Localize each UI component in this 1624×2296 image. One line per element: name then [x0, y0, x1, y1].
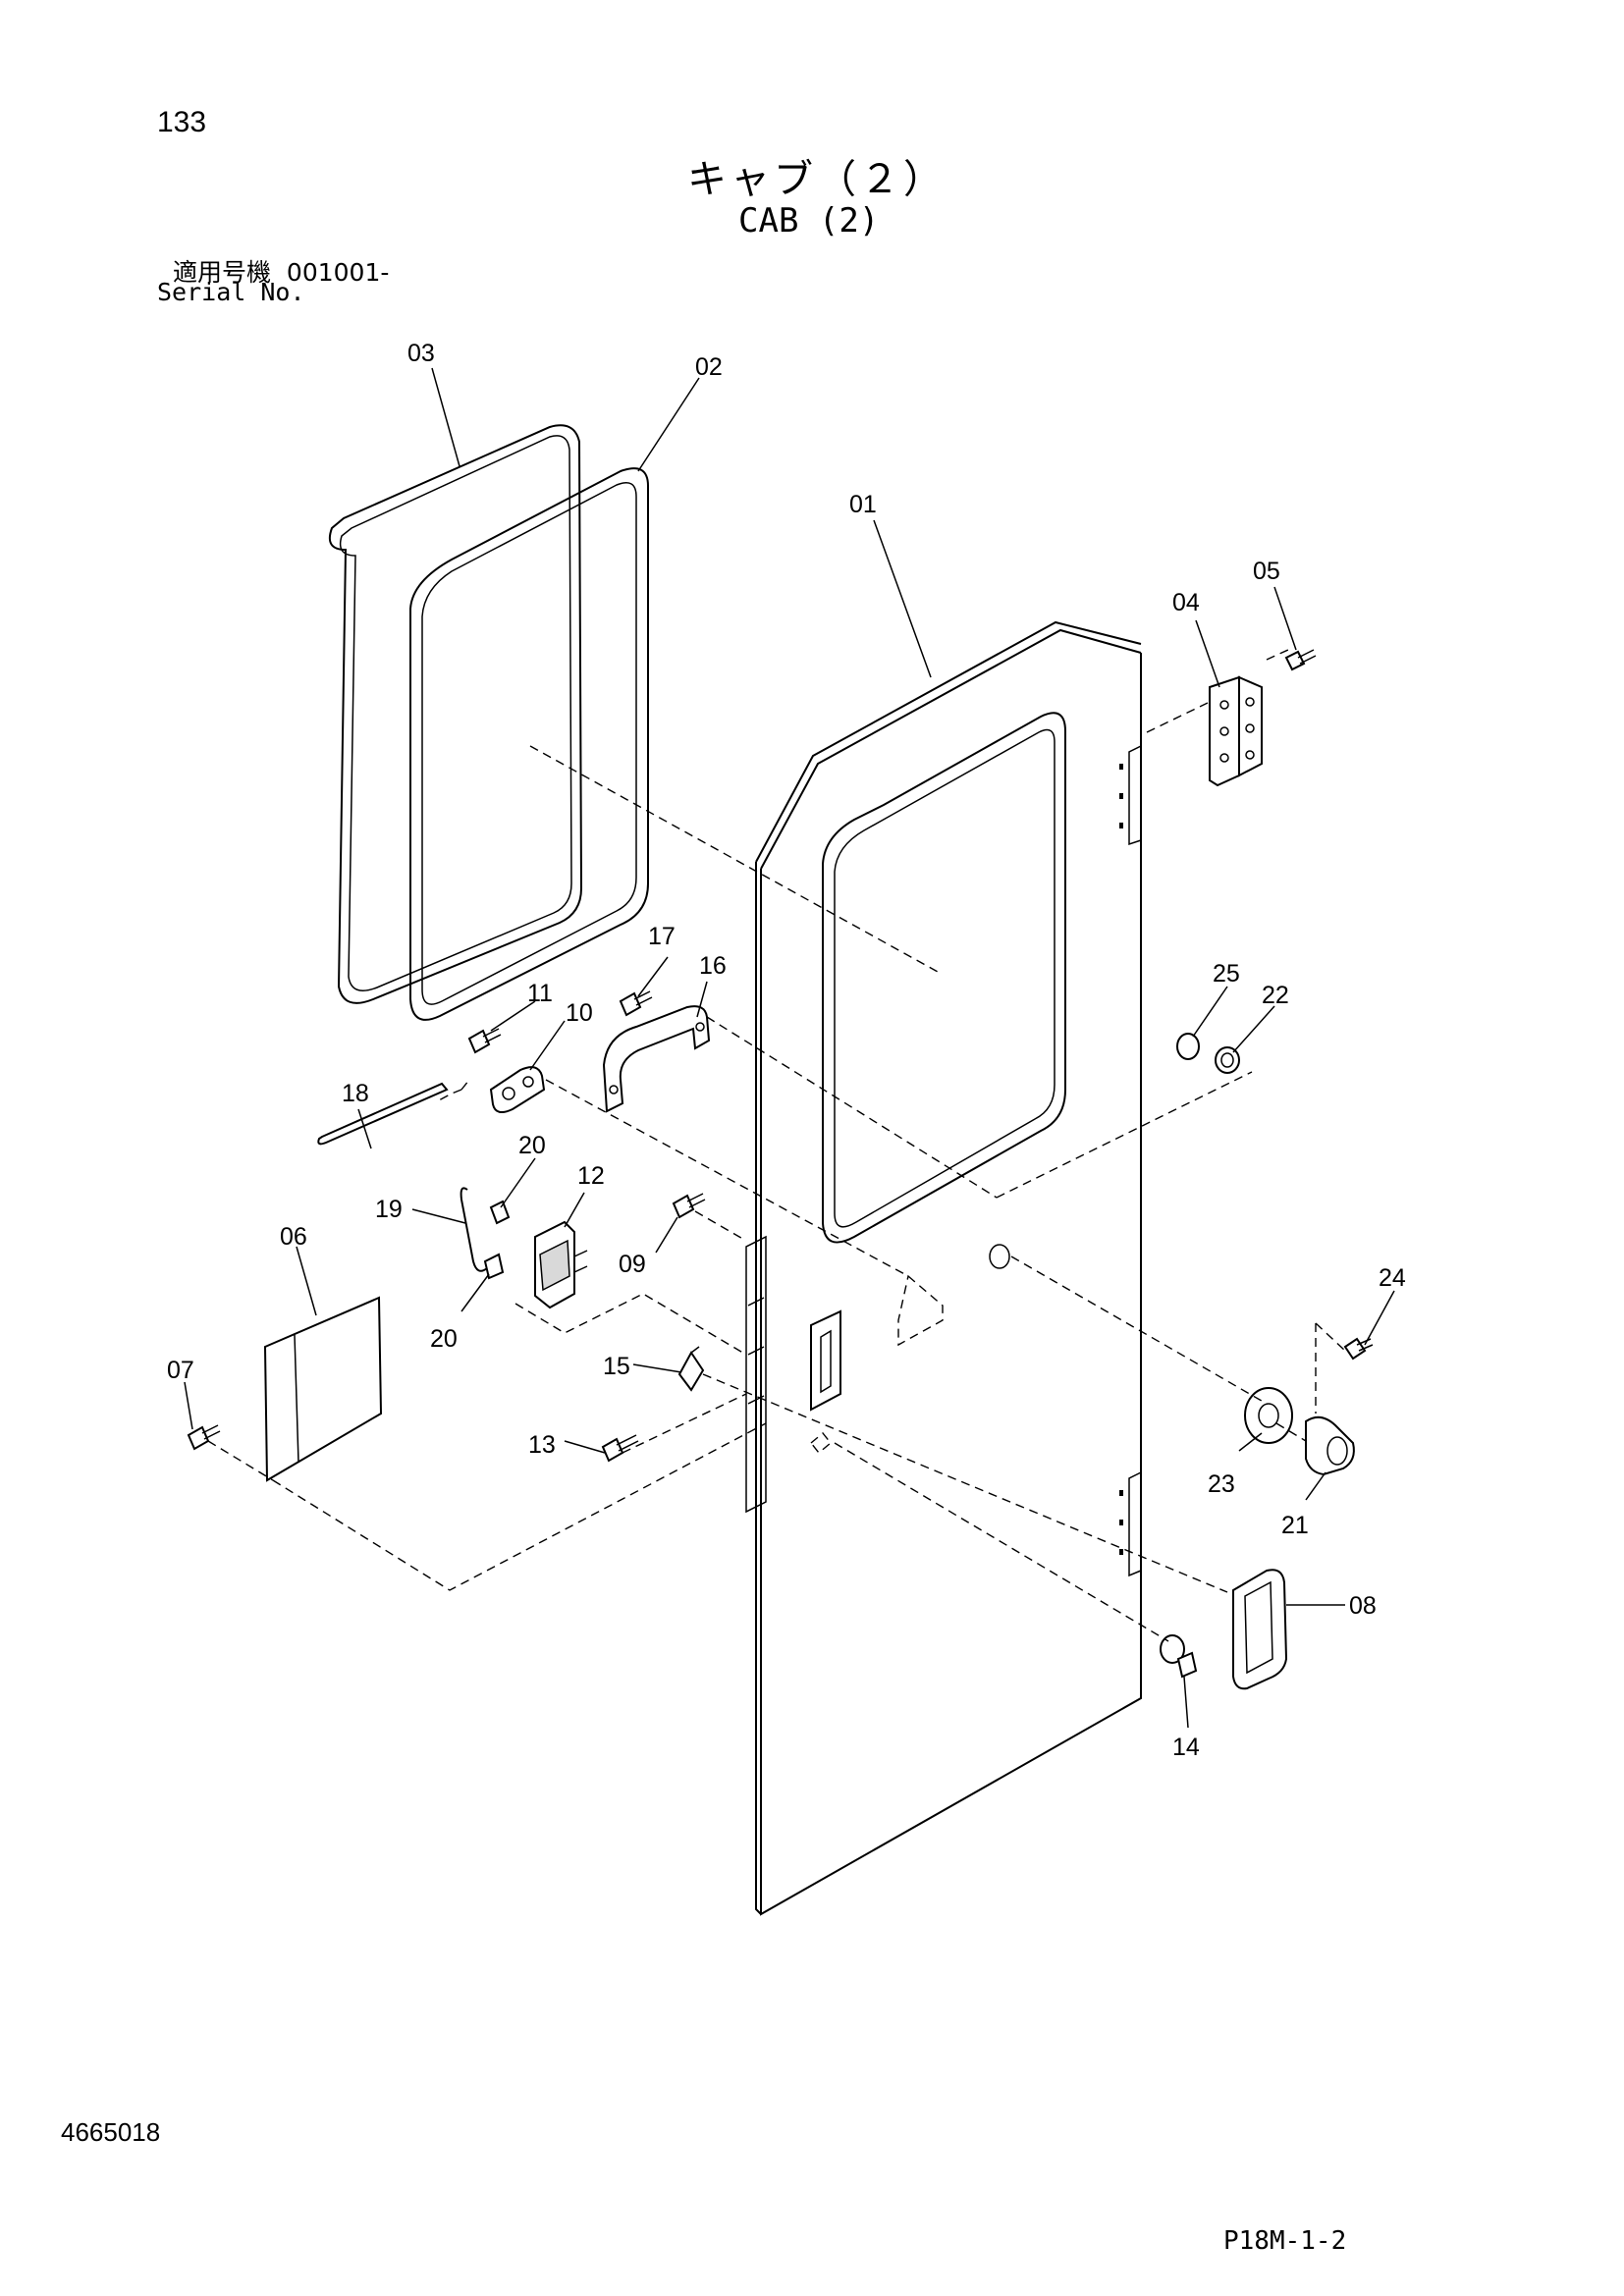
callout-13[interactable]: 13	[528, 1431, 556, 1459]
part-20-rod-clip-upper[interactable]	[489, 1200, 511, 1225]
page-code: P18M-1-2	[1223, 2226, 1347, 2256]
callout-25[interactable]: 25	[1213, 960, 1240, 988]
callout-05[interactable]: 05	[1253, 558, 1280, 585]
callout-10[interactable]: 10	[566, 999, 593, 1027]
serial-label-japanese: 適用号機 001001-	[173, 253, 389, 289]
callout-23[interactable]: 23	[1208, 1470, 1235, 1498]
part-01-door-panel[interactable]	[745, 620, 1142, 1916]
part-08-inner-handle[interactable]	[1232, 1569, 1288, 1690]
part-22-nut[interactable]	[1215, 1046, 1240, 1074]
part-13-striker-bolt[interactable]	[601, 1434, 639, 1463]
part-05-hinge-bolt[interactable]	[1284, 649, 1317, 671]
callout-15[interactable]: 15	[603, 1353, 630, 1380]
serial-number-value: 001001-	[286, 258, 390, 287]
callout-24[interactable]: 24	[1379, 1264, 1406, 1292]
part-16-grip-handle[interactable]	[602, 1005, 711, 1113]
page-title-english: CAB (2)	[738, 201, 880, 240]
callout-04[interactable]: 04	[1172, 589, 1200, 616]
part-14-door-stopper[interactable]	[1160, 1634, 1198, 1679]
callout-21[interactable]: 21	[1281, 1512, 1309, 1539]
callout-09[interactable]: 09	[619, 1251, 646, 1278]
part-17-handle-bolt[interactable]	[619, 990, 653, 1017]
part-18-rod[interactable]	[317, 1082, 449, 1146]
callout-20-upper[interactable]: 20	[518, 1132, 546, 1159]
callout-19[interactable]: 19	[375, 1196, 403, 1223]
callout-14[interactable]: 14	[1172, 1734, 1200, 1761]
catalog-number: 4665018	[61, 2117, 161, 2147]
callout-03[interactable]: 03	[407, 340, 435, 367]
part-15-clip[interactable]	[677, 1346, 705, 1392]
part-02-window-glass[interactable]	[409, 467, 649, 1021]
assembly-guide-lines	[207, 649, 1346, 1642]
serial-label-text: 適用号機	[173, 258, 272, 287]
serial-label-english: Serial No.	[157, 278, 305, 306]
callout-18[interactable]: 18	[342, 1080, 369, 1107]
callout-labels: 03 02 01 04 05 11 10 17 16 18 19 20 12 2…	[167, 340, 1406, 1761]
callout-06[interactable]: 06	[280, 1223, 307, 1251]
part-04-hinge[interactable]	[1209, 675, 1263, 787]
callout-17[interactable]: 17	[648, 923, 676, 950]
callout-07[interactable]: 07	[167, 1357, 194, 1384]
part-09-lock-bolt[interactable]	[672, 1193, 706, 1219]
page-number: 133	[157, 106, 207, 138]
part-24-escutcheon-screw[interactable]	[1343, 1337, 1374, 1361]
callout-08[interactable]: 08	[1349, 1592, 1377, 1620]
part-21-outer-lock-cylinder[interactable]	[1305, 1415, 1355, 1476]
part-10-latch-bracket[interactable]	[489, 1066, 546, 1114]
callout-leaders	[184, 367, 1395, 1729]
page-title-japanese: キャブ（２）	[687, 157, 947, 202]
part-25-o-ring[interactable]	[1176, 1033, 1200, 1060]
part-12-door-lock[interactable]	[534, 1220, 588, 1309]
callout-11[interactable]: 11	[527, 980, 553, 1007]
callout-01[interactable]: 01	[849, 491, 877, 518]
part-20-rod-clip-lower[interactable]	[483, 1253, 505, 1280]
part-19-link-rod[interactable]	[460, 1187, 488, 1272]
part-06-cover-plate[interactable]	[263, 1296, 383, 1482]
callout-16[interactable]: 16	[699, 952, 727, 980]
part-11-bracket-bolt[interactable]	[467, 1028, 502, 1054]
callout-12[interactable]: 12	[577, 1162, 605, 1190]
hinge-holes	[1119, 764, 1123, 1555]
part-23-escutcheon-plate[interactable]	[1244, 1387, 1293, 1444]
callout-22[interactable]: 22	[1262, 982, 1289, 1009]
callout-02[interactable]: 02	[695, 353, 723, 381]
part-03-window-seal[interactable]	[328, 424, 583, 1004]
striker-plate	[810, 1309, 841, 1454]
callout-20-lower[interactable]: 20	[430, 1325, 458, 1353]
